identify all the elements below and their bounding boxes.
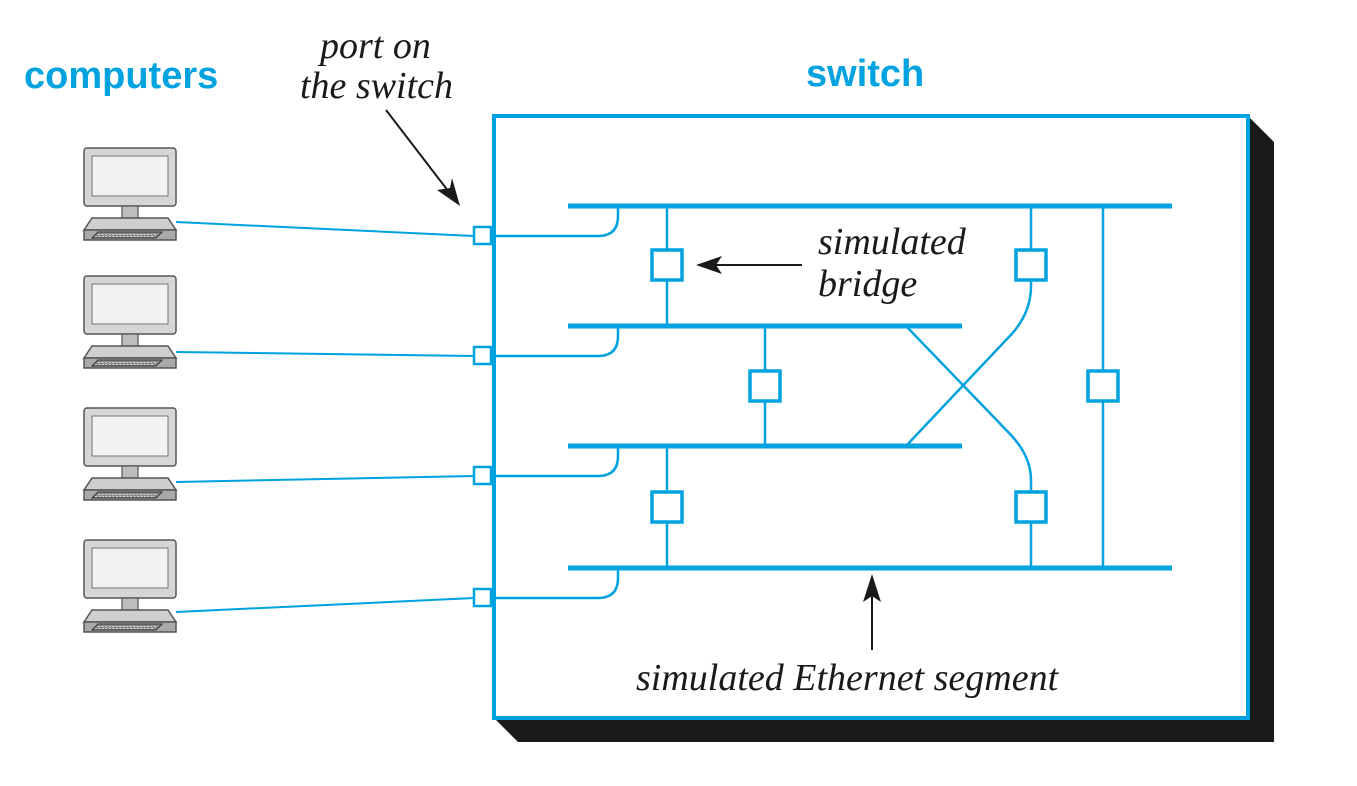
bridge-label-line2: bridge xyxy=(818,263,917,305)
segment-label: simulated Ethernet segment xyxy=(636,657,1060,699)
simulated-bridge-3 xyxy=(748,369,782,403)
simulated-bridge-6 xyxy=(1014,490,1048,524)
simulated-bridge-1 xyxy=(650,248,684,282)
port-link-4 xyxy=(491,568,620,600)
simulated-bridge-5 xyxy=(650,490,684,524)
computer-1 xyxy=(83,147,177,241)
simulated-bridge-4 xyxy=(1086,369,1120,403)
bridge-arrow xyxy=(696,256,802,274)
computers-heading: computers xyxy=(24,55,218,97)
bridge-link-f xyxy=(905,325,1033,568)
computer-wire-3 xyxy=(175,475,475,483)
bridge-link-e xyxy=(905,206,1033,447)
switch-port-3 xyxy=(472,465,493,486)
port-link-3 xyxy=(491,446,620,478)
port-arrow xyxy=(385,109,460,206)
switch-port-1 xyxy=(472,225,493,246)
computer-3 xyxy=(83,407,177,501)
computer-2 xyxy=(83,275,177,369)
port-label-line1: port on xyxy=(317,25,431,67)
bridge-label-line1: simulated xyxy=(818,221,967,263)
computer-4 xyxy=(83,539,177,633)
port-link-2 xyxy=(491,326,620,358)
computer-wire-4 xyxy=(175,597,475,613)
segment-arrow xyxy=(863,574,881,650)
switch-port-4 xyxy=(472,587,493,608)
switch-port-2 xyxy=(472,345,493,366)
port-label-line2: the switch xyxy=(300,65,453,107)
computer-wire-1 xyxy=(175,221,475,237)
computer-wire-2 xyxy=(175,351,475,357)
switch-heading: switch xyxy=(806,53,924,95)
simulated-bridge-2 xyxy=(1014,248,1048,282)
port-link-1 xyxy=(491,206,620,238)
